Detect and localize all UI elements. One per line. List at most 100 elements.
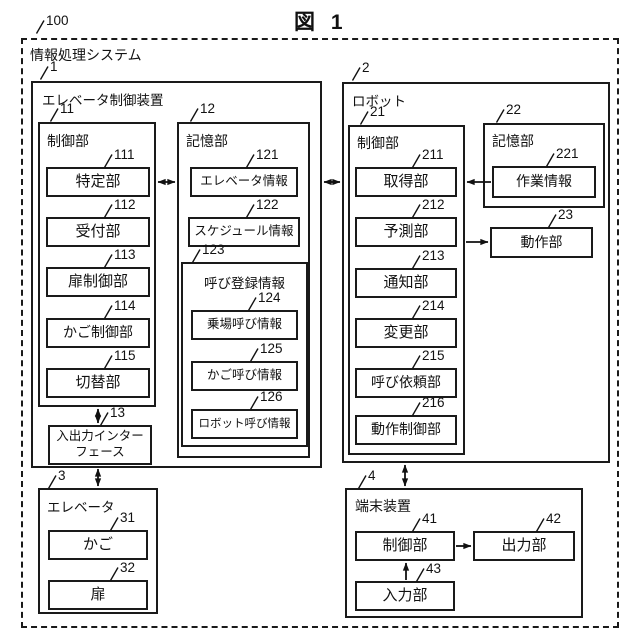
output-unit-box: 出力部 xyxy=(473,531,575,561)
leader-tick-icon xyxy=(536,518,545,532)
ref-100: 100 xyxy=(36,14,69,34)
leader-tick-icon xyxy=(250,396,259,410)
leader-tick-icon xyxy=(110,567,119,581)
leader-tick-icon xyxy=(110,517,119,531)
car-box: かご xyxy=(48,530,148,560)
ref-212: 212 xyxy=(412,198,445,218)
car-call-info-box: かご呼び情報 xyxy=(191,361,298,391)
leader-tick-icon xyxy=(416,568,425,582)
operation-control-unit-box: 動作制御部 xyxy=(355,415,457,445)
robot-call-info-box: ロボット呼び情報 xyxy=(191,409,298,439)
ref-112: 112 xyxy=(104,198,136,218)
ref-216: 216 xyxy=(412,396,445,416)
io-interface-label-line1: 入出力インター xyxy=(56,429,144,444)
leader-tick-icon xyxy=(412,402,421,416)
operation-unit-box: 動作部 xyxy=(490,227,593,258)
leader-tick-icon xyxy=(250,348,259,362)
identification-unit-box: 特定部 xyxy=(46,167,150,197)
ref-42: 42 xyxy=(536,512,561,532)
leader-tick-icon xyxy=(36,20,45,34)
ref-214: 214 xyxy=(412,299,445,319)
terminal-device-label: 端末装置 xyxy=(355,498,411,514)
leader-tick-icon xyxy=(100,412,109,426)
leader-tick-icon xyxy=(496,109,505,123)
leader-tick-icon xyxy=(192,249,201,263)
leader-tick-icon xyxy=(104,355,113,369)
ref-124: 124 xyxy=(248,291,281,311)
car-control-unit-box: かご制御部 xyxy=(46,318,150,348)
leader-tick-icon xyxy=(548,214,557,228)
leader-tick-icon xyxy=(50,108,59,122)
ref-3: 3 xyxy=(48,469,66,489)
leader-tick-icon xyxy=(412,255,421,269)
call-registration-info-label: 呼び登録情報 xyxy=(204,276,285,291)
leader-tick-icon xyxy=(412,355,421,369)
acquisition-unit-box: 取得部 xyxy=(355,167,457,197)
prediction-unit-box: 予測部 xyxy=(355,217,457,247)
leader-tick-icon xyxy=(48,475,57,489)
io-interface-label-line2: フェース xyxy=(75,445,125,459)
ref-123: 123 xyxy=(192,243,225,263)
ref-215: 215 xyxy=(412,349,445,369)
ref-41: 41 xyxy=(412,512,437,532)
ec-control-unit-label: 制御部 xyxy=(47,133,89,149)
elevator-info-box: エレベータ情報 xyxy=(190,167,298,197)
leader-tick-icon xyxy=(104,154,113,168)
ref-115: 115 xyxy=(104,349,136,369)
ref-213: 213 xyxy=(412,249,445,269)
ref-1: 1 xyxy=(40,60,58,80)
change-unit-box: 変更部 xyxy=(355,318,457,348)
schedule-info-box: スケジュール情報 xyxy=(188,217,300,247)
ref-12: 12 xyxy=(190,102,215,122)
elevator-label: エレベータ xyxy=(47,500,115,515)
ref-111: 111 xyxy=(104,148,135,168)
ec-storage-unit-label: 記憶部 xyxy=(186,133,228,149)
hall-call-info-box: 乗場呼び情報 xyxy=(191,310,298,340)
information-processing-system-box xyxy=(21,38,619,628)
leader-tick-icon xyxy=(546,153,555,167)
ref-31: 31 xyxy=(110,511,135,531)
ref-11: 11 xyxy=(50,102,74,122)
ref-125: 125 xyxy=(250,342,283,362)
ref-4: 4 xyxy=(358,469,376,489)
ref-121: 121 xyxy=(246,148,279,168)
notification-unit-box: 通知部 xyxy=(355,268,457,298)
leader-tick-icon xyxy=(412,518,421,532)
leader-tick-icon xyxy=(104,204,113,218)
ref-21: 21 xyxy=(360,105,385,125)
leader-tick-icon xyxy=(412,305,421,319)
elevator-control-device-label: エレベータ制御装置 xyxy=(42,93,164,108)
switching-unit-box: 切替部 xyxy=(46,368,150,398)
input-unit-box: 入力部 xyxy=(355,581,455,611)
leader-tick-icon xyxy=(352,67,361,81)
figure-title: 図 1 xyxy=(294,11,348,34)
leader-tick-icon xyxy=(40,66,49,80)
ref-221: 221 xyxy=(546,147,579,167)
leader-tick-icon xyxy=(104,254,113,268)
door-control-unit-box: 扉制御部 xyxy=(46,267,150,297)
terminal-control-unit-box: 制御部 xyxy=(355,531,455,561)
ref-2: 2 xyxy=(352,61,370,81)
leader-tick-icon xyxy=(360,111,369,125)
ref-211: 211 xyxy=(412,148,444,168)
ref-32: 32 xyxy=(110,561,135,581)
leader-tick-icon xyxy=(104,305,113,319)
robot-control-unit-label: 制御部 xyxy=(357,135,399,151)
robot-storage-unit-label: 記憶部 xyxy=(492,133,534,149)
leader-tick-icon xyxy=(246,154,255,168)
leader-tick-icon xyxy=(246,204,255,218)
reception-unit-box: 受付部 xyxy=(46,217,150,247)
system-label: 情報処理システム xyxy=(30,47,142,63)
leader-tick-icon xyxy=(248,297,257,311)
leader-tick-icon xyxy=(190,108,199,122)
ref-113: 113 xyxy=(104,248,136,268)
ref-122: 122 xyxy=(246,198,279,218)
leader-tick-icon xyxy=(358,475,367,489)
robot-label: ロボット xyxy=(352,94,406,109)
ref-22: 22 xyxy=(496,103,521,123)
ref-114: 114 xyxy=(104,299,136,319)
leader-tick-icon xyxy=(412,154,421,168)
io-interface-box: 入出力インター フェース xyxy=(48,425,152,465)
call-request-unit-box: 呼び依頼部 xyxy=(355,368,457,398)
